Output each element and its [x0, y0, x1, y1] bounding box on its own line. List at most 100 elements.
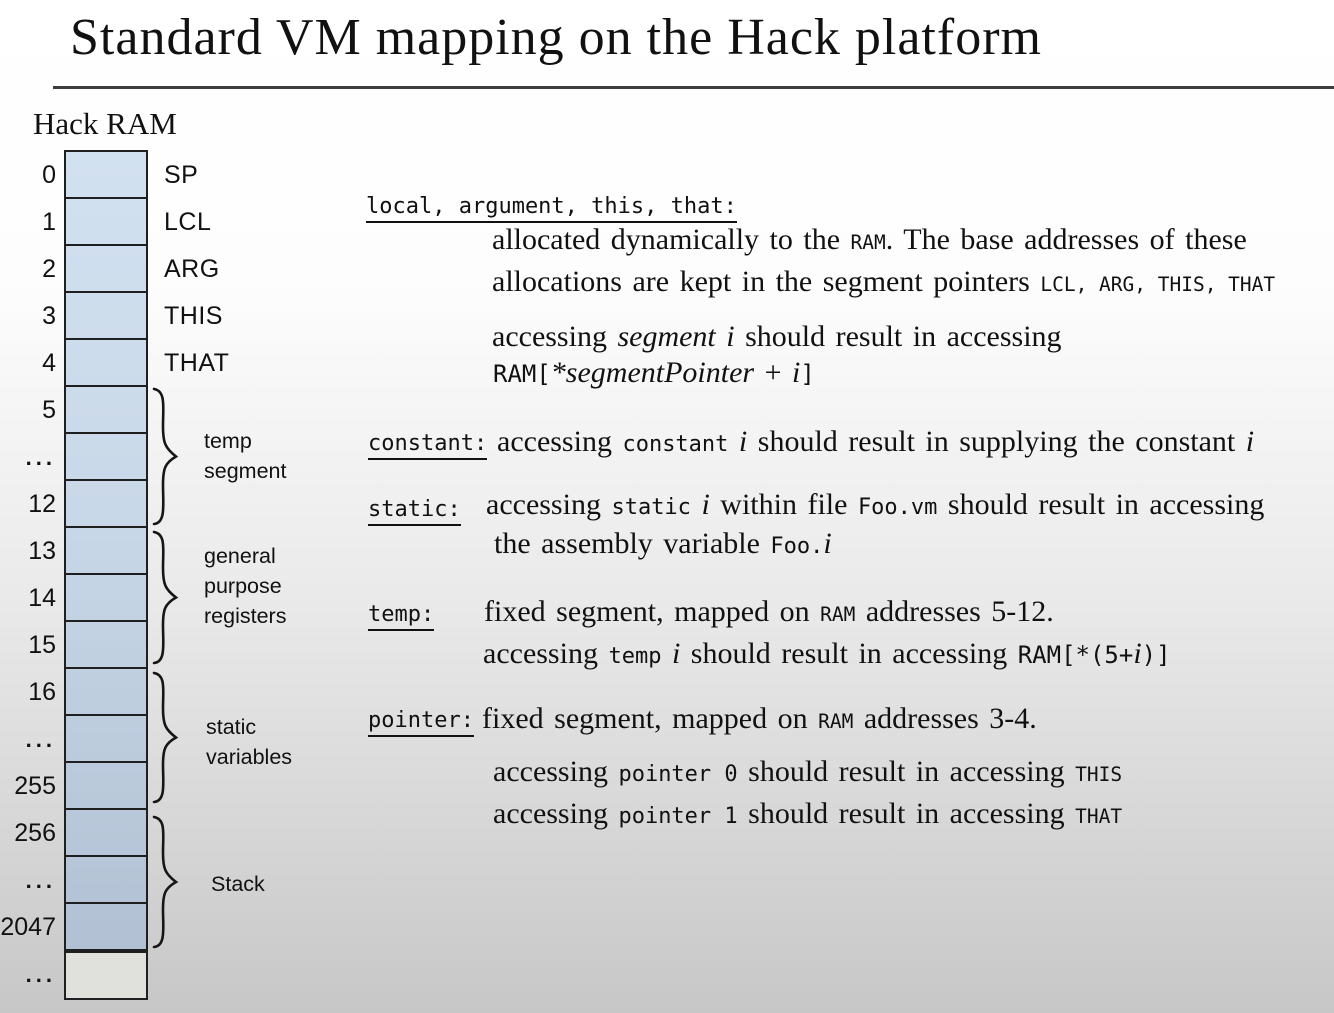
note-text-span: *segmentPointer: [550, 356, 755, 389]
ram-cell: [66, 904, 146, 949]
note-text-span: [691, 488, 702, 521]
note-pointer-line2: accessing pointer 0 should result in acc…: [493, 755, 1122, 797]
note-text-span: RAM: [850, 231, 886, 254]
note-term-label: constant:: [368, 431, 488, 460]
ram-address-label: 256: [14, 819, 56, 847]
segment-brace-label-line: variables: [206, 745, 293, 769]
ram-address-label: ...: [25, 868, 56, 893]
note-text-span: Foo.vm: [857, 495, 938, 520]
ram-pointer-label: THAT: [164, 349, 230, 377]
ram-cell: [66, 810, 146, 857]
note-text-span: accessing: [493, 797, 619, 830]
note-text-span: addresses 3-4.: [853, 702, 1037, 735]
note-text-span: accessing: [486, 488, 612, 521]
ram-cell: [66, 481, 146, 528]
note-text-span: allocated dynamically to the: [492, 223, 851, 256]
note-constant-line1: accessing constant i should result in su…: [497, 425, 1254, 467]
ram-cell: [66, 669, 146, 716]
ram-pointer-label: ARG: [164, 255, 220, 283]
note-text-span: static: [611, 495, 691, 520]
note-temp-label: temp:: [368, 599, 435, 635]
note-segments-line2: allocations are kept in the segment poin…: [492, 265, 1275, 307]
segment-brace: [152, 530, 179, 665]
segment-brace-label-line: purpose: [204, 574, 282, 598]
note-constant-label: constant:: [368, 428, 488, 464]
note-text-span: temp: [608, 644, 662, 669]
note-text-span: fixed segment, mapped on: [484, 595, 821, 628]
note-pointer-line1: fixed segment, mapped on RAM addresses 3…: [482, 702, 1037, 744]
ram-address-label: ...: [25, 962, 56, 987]
ram-cell: [66, 857, 146, 904]
ram-cell: [66, 434, 146, 481]
title-divider: [53, 86, 1334, 89]
note-text-span: RAM: [820, 603, 856, 626]
ram-address-label: 2: [42, 255, 56, 283]
ram-address-label: ...: [25, 445, 56, 470]
ram-address-label: 4: [42, 349, 56, 377]
note-text-span: pointer 0: [618, 762, 738, 787]
note-text-span: . The base addresses of these: [885, 223, 1247, 256]
ram-address-label: 15: [28, 631, 56, 659]
segment-brace: [152, 815, 179, 949]
note-text-span: [661, 637, 672, 670]
note-segments-line1: allocated dynamically to the RAM. The ba…: [492, 223, 1247, 265]
ram-address-label: 5: [42, 396, 56, 424]
ram-address-label: 0: [42, 161, 56, 189]
note-term-label: local, argument, this, that:: [366, 194, 737, 223]
segment-brace-label-line: temp: [204, 429, 252, 453]
note-text-span: i: [701, 488, 710, 521]
ram-cell: [66, 387, 146, 434]
note-text-span: should result in accessing: [737, 797, 1076, 830]
ram-cell: [66, 622, 146, 669]
segment-brace-label-line: static: [206, 715, 257, 739]
note-text-span: i: [671, 637, 681, 670]
note-text-span: THIS: [1075, 763, 1123, 786]
segment-brace: [152, 671, 179, 804]
note-text-span: +: [754, 356, 793, 389]
ram-cell: [66, 575, 146, 622]
ram-address-label: 3: [42, 302, 56, 330]
note-text-span: )]: [1141, 641, 1171, 669]
note-text-span: LCL, ARG, THIS, THAT: [1040, 273, 1276, 296]
note-text-span: accessing: [483, 637, 609, 670]
ram-address-label: 255: [14, 772, 56, 800]
note-text-span: i: [792, 356, 801, 389]
note-text-span: should result in supplying the constant: [747, 425, 1246, 458]
note-text-span: allocations are kept in the segment poin…: [492, 265, 1041, 298]
ram-address-label: ...: [25, 727, 56, 752]
ram-address-label: 2047: [0, 913, 56, 941]
segment-brace-label-line: general: [204, 544, 276, 568]
segment-brace: [152, 387, 179, 526]
ram-address-label: 12: [28, 490, 56, 518]
note-static-line2: the assembly variable Foo.i: [494, 527, 832, 569]
note-text-span: THAT: [1075, 805, 1123, 828]
note-term-label: static:: [368, 497, 461, 526]
segment-brace-label: static variables: [206, 712, 292, 772]
note-text-span: should result in accessing: [737, 755, 1076, 788]
note-text-span: should result in accessing: [734, 320, 1062, 353]
note-text-span: i: [1245, 425, 1255, 458]
segment-brace-label-line: Stack: [211, 872, 265, 896]
note-text-span: RAM: [818, 710, 854, 733]
note-text-span: fixed segment, mapped on: [482, 702, 819, 735]
ram-cell: [66, 246, 146, 293]
ram-address-label: 13: [28, 537, 56, 565]
note-temp-line1: fixed segment, mapped on RAM addresses 5…: [484, 595, 1054, 637]
ram-pointer-label: SP: [164, 161, 199, 189]
note-pointer-label: pointer:: [368, 705, 474, 741]
note-text-span: segment i: [617, 320, 735, 353]
segment-brace-label: temp segment: [204, 426, 286, 486]
note-text-span: constant: [622, 432, 729, 457]
note-text-span: RAM[*(5+: [1017, 641, 1134, 669]
note-text-span: [728, 425, 739, 458]
note-text-span: i: [738, 425, 748, 458]
note-text-span: should result in accessing: [937, 488, 1265, 521]
note-text-span: Foo.: [770, 534, 824, 559]
note-temp-line2: accessing temp i should result in access…: [483, 637, 1171, 679]
note-text-span: within file: [709, 488, 858, 521]
segment-brace-label-line: segment: [204, 459, 287, 483]
note-text-span: should result in accessing: [680, 637, 1018, 670]
ram-heading: Hack RAM: [33, 106, 177, 141]
note-text-span: RAM[: [493, 360, 551, 388]
ram-address-label: 16: [28, 678, 56, 706]
